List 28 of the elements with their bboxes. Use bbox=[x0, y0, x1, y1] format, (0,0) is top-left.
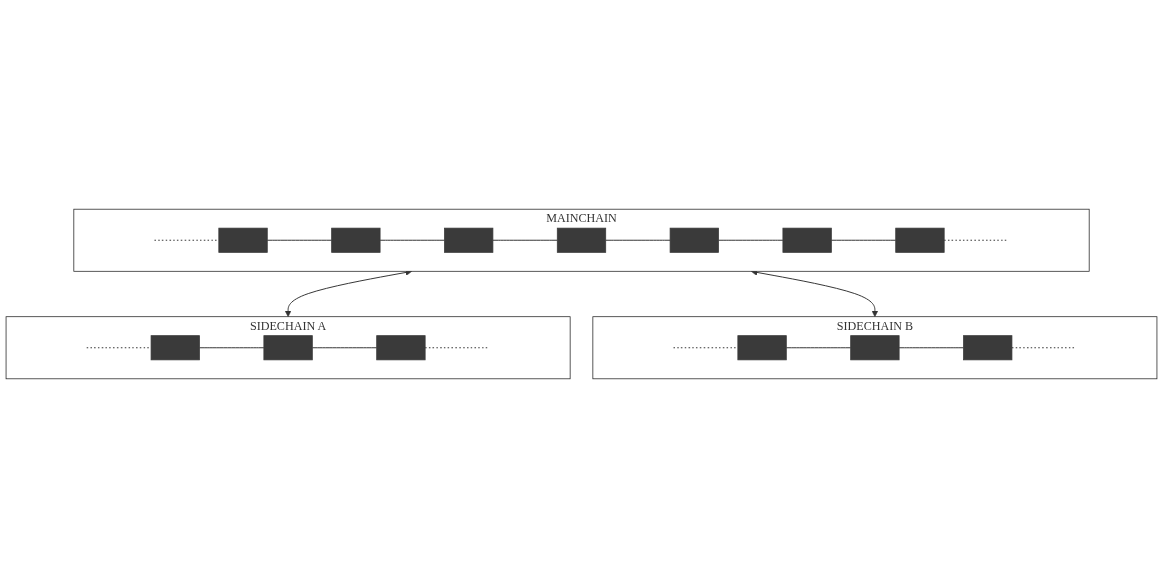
connector bbox=[199, 347, 265, 349]
connector bbox=[266, 239, 333, 241]
node-box bbox=[376, 335, 426, 361]
node-box bbox=[331, 227, 381, 253]
node-box bbox=[737, 335, 787, 361]
node-box bbox=[669, 227, 719, 253]
connector bbox=[605, 239, 671, 241]
cluster: MAINCHAIN bbox=[73, 208, 1090, 272]
cluster: SIDECHAIN B bbox=[592, 316, 1158, 380]
connector bbox=[86, 347, 152, 349]
connector bbox=[311, 347, 378, 349]
node-box bbox=[263, 335, 313, 361]
node-box bbox=[150, 335, 200, 361]
connector bbox=[785, 347, 852, 349]
connector bbox=[718, 239, 784, 241]
node-box bbox=[556, 227, 607, 253]
node-box bbox=[895, 227, 945, 253]
connector bbox=[830, 239, 897, 241]
node-box bbox=[782, 227, 832, 253]
connector bbox=[898, 347, 964, 349]
connector bbox=[1011, 347, 1077, 349]
connector bbox=[492, 239, 558, 241]
connector bbox=[379, 239, 445, 241]
node-box bbox=[444, 227, 494, 253]
cluster: SIDECHAIN A bbox=[5, 316, 571, 380]
node-box bbox=[963, 335, 1013, 361]
node-box bbox=[850, 335, 900, 361]
node-box bbox=[218, 227, 268, 253]
